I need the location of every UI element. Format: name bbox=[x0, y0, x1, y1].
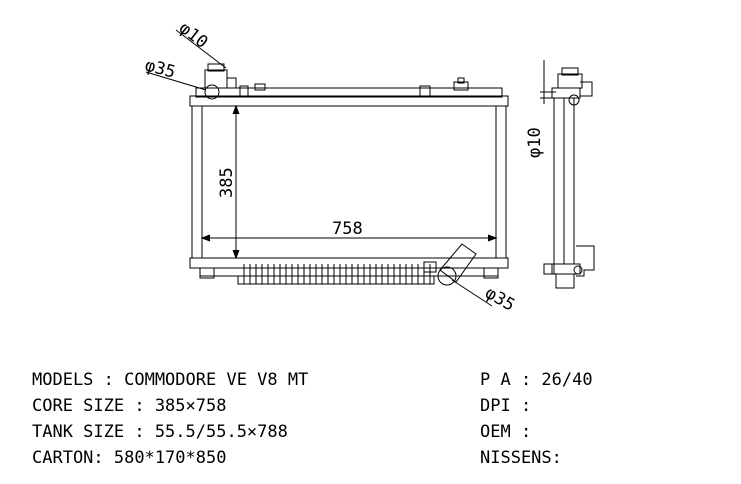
top-inlet-circle bbox=[204, 84, 220, 100]
nissens-line: NISSENS: bbox=[480, 448, 562, 468]
radiator-technical-drawing: φ10 φ35 385 758 φ35 φ10 bbox=[143, 18, 595, 316]
models-line: MODELS : COMMODORE VE V8 MT bbox=[32, 370, 309, 390]
oem-line: OEM : bbox=[480, 422, 532, 442]
phi35-bottom-leader bbox=[451, 279, 493, 307]
height-dimension-line bbox=[232, 104, 240, 260]
side-view bbox=[543, 67, 595, 289]
pa-line: P A : 26/40 bbox=[480, 370, 593, 390]
phi10-top-leader bbox=[175, 29, 227, 69]
phi35-top-leader bbox=[145, 71, 207, 91]
phi10-side-label: φ10 bbox=[525, 127, 545, 158]
width-label: 758 bbox=[332, 219, 363, 239]
height-label: 385 bbox=[217, 167, 237, 198]
bottom-tank bbox=[189, 257, 509, 285]
top-brackets bbox=[239, 77, 469, 97]
filler-cap bbox=[204, 63, 237, 89]
phi10-side-dimension bbox=[540, 60, 556, 104]
bottom-outlet-pipe bbox=[423, 243, 477, 286]
tank-size-line: TANK SIZE : 55.5/55.5×788 bbox=[32, 422, 288, 442]
bottom-fins bbox=[243, 264, 431, 284]
carton-line: CARTON: 580*170*850 bbox=[32, 448, 227, 468]
dpi-line: DPI : bbox=[480, 396, 532, 416]
phi35-top-label: φ35 bbox=[143, 56, 178, 83]
phi10-top-label: φ10 bbox=[175, 18, 212, 53]
phi35-bottom-label: φ35 bbox=[482, 283, 519, 316]
width-dimension-line bbox=[200, 234, 498, 242]
core-size-line: CORE SIZE : 385×758 bbox=[32, 396, 227, 416]
top-tank bbox=[189, 87, 509, 107]
